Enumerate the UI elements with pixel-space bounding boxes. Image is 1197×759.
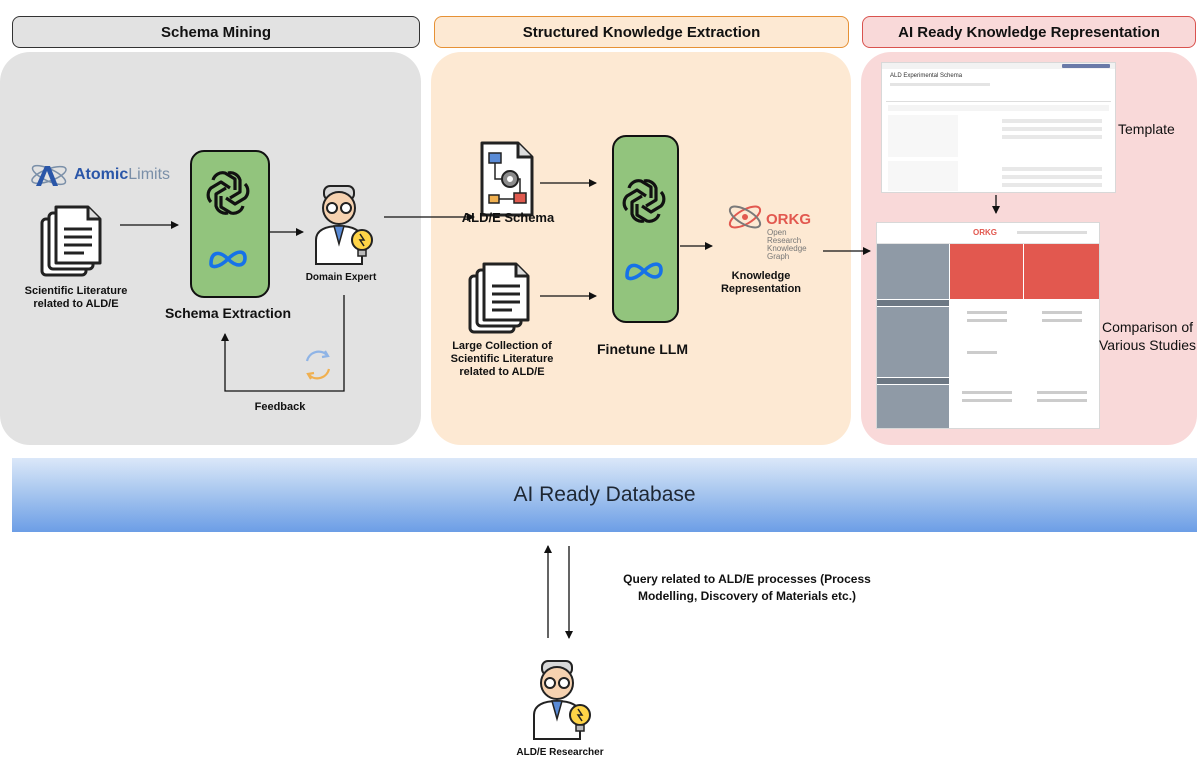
header-structured-extraction: Structured Knowledge Extraction: [434, 16, 849, 48]
template-label: Template: [1118, 121, 1175, 137]
schema-document-icon: [480, 141, 534, 217]
orkg-subtitle: Open Research Knowledge Graph: [767, 229, 807, 261]
openai-icon: [206, 171, 250, 215]
orkg-sub-1: Open: [767, 228, 787, 237]
orkg-logo-text: ORKG: [766, 211, 811, 228]
schema-extraction-label: Schema Extraction: [164, 305, 292, 321]
refresh-icon: [305, 350, 331, 380]
comparison-shot-logo: ORKG: [973, 228, 997, 237]
meta-icon: [209, 250, 247, 269]
finetune-openai-icon: [622, 179, 666, 223]
collection-documents-icon: [468, 262, 530, 334]
logo-limits: Limits: [128, 166, 171, 183]
literature-label: Scientific Literature related to ALD/E: [24, 285, 128, 310]
header-ai-ready-representation: AI Ready Knowledge Representation: [862, 16, 1196, 48]
template-screenshot: ALD Experimental Schema: [881, 62, 1116, 193]
comparison-screenshot: ORKG: [876, 222, 1100, 429]
schema-llm-box: [190, 150, 270, 298]
logo-atomic: Atomic: [74, 166, 129, 183]
finetune-meta-icon: [625, 262, 663, 281]
researcher-icon: [533, 660, 591, 740]
header-ai-ready-representation-label: AI Ready Knowledge Representation: [898, 23, 1160, 41]
atomiclimits-logo: Atomic Limits: [28, 160, 170, 190]
comparison-label: Comparison of Various Studies: [1098, 319, 1196, 353]
domain-expert-label: Domain Expert: [305, 272, 377, 283]
ai-ready-database: AI Ready Database: [12, 458, 1197, 532]
feedback-label: Feedback: [254, 401, 306, 413]
arrow-feedback-loop: [221, 295, 345, 392]
ai-ready-database-label: AI Ready Database: [513, 483, 696, 506]
template-shot-title: ALD Experimental Schema: [890, 73, 963, 79]
researcher-label: ALD/E Researcher: [516, 747, 604, 758]
domain-expert-icon: [315, 185, 373, 265]
orkg-sub-2: Research: [767, 236, 802, 245]
collection-label: Large Collection of Scientific Literatur…: [450, 340, 554, 378]
header-schema-mining-label: Schema Mining: [160, 23, 272, 41]
finetune-llm-label: Finetune LLM: [597, 341, 688, 357]
knowledge-representation-label: Knowledge Representation: [720, 270, 802, 295]
header-schema-mining: Schema Mining: [12, 16, 420, 48]
header-structured-extraction-label: Structured Knowledge Extraction: [522, 23, 761, 41]
orkg-sub-4: Graph: [767, 252, 790, 261]
orkg-logo-icon: [728, 205, 762, 229]
ald-schema-label: ALD/E Schema: [461, 210, 555, 225]
documents-icon: [40, 205, 102, 277]
query-label: Query related to ALD/E processes (Proces…: [623, 572, 871, 603]
atom-icon: [31, 164, 67, 186]
finetune-llm-box: [612, 135, 679, 323]
orkg-sub-3: Knowledge: [767, 244, 807, 253]
